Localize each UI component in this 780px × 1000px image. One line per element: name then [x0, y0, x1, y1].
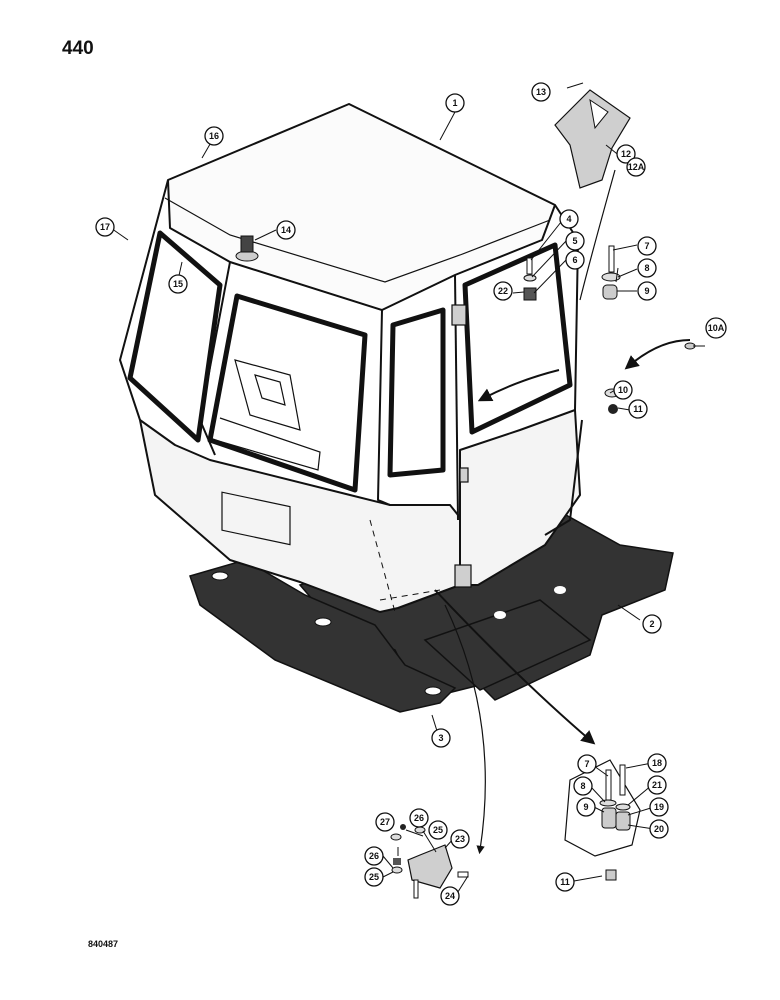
callout-13: 13: [531, 82, 551, 102]
svg-text:8: 8: [580, 781, 585, 791]
cab-body: [119, 103, 583, 613]
svg-text:27: 27: [380, 817, 390, 827]
callout-6: 6: [565, 250, 585, 270]
callout-4: 4: [559, 209, 579, 229]
callout-26-upper: 26: [409, 808, 429, 828]
svg-text:25: 25: [369, 872, 379, 882]
svg-text:8: 8: [644, 263, 649, 273]
svg-text:5: 5: [572, 236, 577, 246]
svg-text:23: 23: [455, 834, 465, 844]
svg-text:22: 22: [498, 286, 508, 296]
svg-text:7: 7: [644, 241, 649, 251]
callout-27: 27: [375, 812, 395, 832]
svg-text:14: 14: [281, 225, 291, 235]
svg-text:4: 4: [566, 214, 571, 224]
callout-8-upper: 8: [637, 258, 657, 278]
callout-24: 24: [440, 886, 460, 906]
callout-3: 3: [431, 728, 451, 748]
callout-5: 5: [565, 231, 585, 251]
callout-21: 21: [647, 775, 667, 795]
callout-8-lower: 8: [573, 776, 593, 796]
callout-22: 22: [493, 281, 513, 301]
svg-text:11: 11: [560, 877, 570, 887]
bracket-12: [554, 89, 631, 189]
callout-14: 14: [276, 220, 296, 240]
callout-11-upper: 11: [628, 399, 648, 419]
svg-text:9: 9: [644, 286, 649, 296]
dome-light-14: [235, 235, 259, 262]
callout-9-lower: 9: [576, 797, 596, 817]
svg-text:21: 21: [652, 780, 662, 790]
floor-mat-rear: [298, 504, 674, 701]
svg-text:9: 9: [583, 802, 588, 812]
callout-11-lower: 11: [555, 872, 575, 892]
svg-text:26: 26: [414, 813, 424, 823]
floor-mat-front: [189, 559, 457, 713]
callout-12A: 12A: [626, 157, 646, 177]
page-number: 440: [62, 38, 94, 59]
callout-15: 15: [168, 274, 188, 294]
callout-26-lower: 26: [364, 846, 384, 866]
callout-18: 18: [647, 753, 667, 773]
callout-7-upper: 7: [637, 236, 657, 256]
callout-1: 1: [445, 93, 465, 113]
callout-9-upper: 9: [637, 281, 657, 301]
svg-text:17: 17: [100, 222, 110, 232]
callout-20: 20: [649, 819, 669, 839]
svg-text:7: 7: [584, 759, 589, 769]
callout-19: 19: [649, 797, 669, 817]
svg-text:10A: 10A: [708, 323, 725, 333]
svg-text:1: 1: [452, 98, 457, 108]
callout-12: 12: [616, 144, 636, 164]
svg-text:6: 6: [572, 255, 577, 265]
svg-text:15: 15: [173, 279, 183, 289]
drawing-code: 840487: [88, 939, 119, 949]
lower-mount-detail: [564, 759, 641, 881]
lower-bracket-detail: [390, 824, 469, 899]
callout-10: 10: [613, 380, 633, 400]
svg-text:16: 16: [209, 131, 219, 141]
svg-text:18: 18: [652, 758, 662, 768]
callout-10A: 10A: [705, 317, 727, 339]
svg-text:13: 13: [536, 87, 546, 97]
svg-text:11: 11: [633, 404, 643, 414]
callout-16: 16: [204, 126, 224, 146]
svg-text:24: 24: [445, 891, 455, 901]
svg-text:12: 12: [621, 149, 631, 159]
svg-text:12A: 12A: [628, 162, 645, 172]
svg-text:26: 26: [369, 851, 379, 861]
callout-2: 2: [642, 614, 662, 634]
svg-text:25: 25: [433, 825, 443, 835]
svg-text:19: 19: [654, 802, 664, 812]
svg-text:3: 3: [438, 733, 443, 743]
callout-7-lower: 7: [577, 754, 597, 774]
svg-text:2: 2: [649, 619, 654, 629]
svg-text:10: 10: [618, 385, 628, 395]
callout-25-left: 25: [364, 867, 384, 887]
callout-17: 17: [95, 217, 115, 237]
callout-25-right: 25: [428, 820, 448, 840]
svg-text:20: 20: [654, 824, 664, 834]
callout-23: 23: [450, 829, 470, 849]
